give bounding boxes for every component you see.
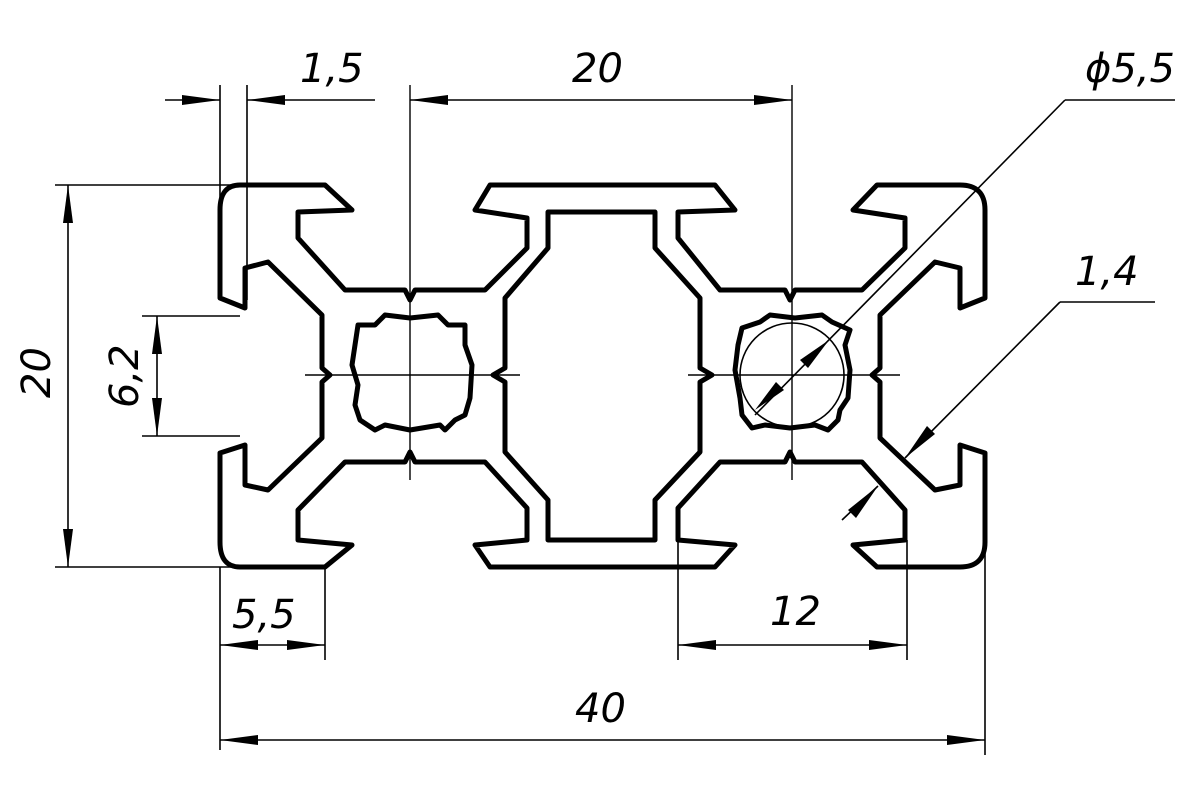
dimension-bore-diameter: ϕ5,5 [754, 46, 1175, 416]
dimension-arrow [869, 640, 907, 650]
dimension-arrow [63, 185, 73, 223]
dimension-arrow [63, 529, 73, 567]
profile-right-core [732, 312, 853, 433]
center-lines [305, 85, 900, 480]
dimension-arrow [182, 95, 220, 105]
dimension-arrow [800, 340, 829, 368]
dimension-label-core-spacing: 20 [572, 46, 623, 92]
dimension-slot-width: 12 [677, 540, 908, 660]
dimension-slot-depth: 1,5 [165, 46, 375, 300]
dimension-slot-opening: 6,2 [102, 315, 240, 437]
dimension-arrow [755, 382, 784, 410]
dimension-arrow [152, 316, 162, 354]
dimension-wall-thickness: 1,4 [841, 249, 1155, 521]
dimension-label-wall-thickness: 1,4 [1075, 249, 1139, 295]
dimension-label-overall-height: 20 [14, 347, 60, 398]
dimension-label-flange-width: 5,5 [232, 592, 296, 638]
dimension-label-slot-opening: 6,2 [102, 344, 148, 408]
dimension-overall-width: 40 [220, 545, 986, 755]
profile-left-core [349, 312, 475, 433]
dimension-arrow [947, 735, 985, 745]
profile-left-cell [217, 182, 988, 570]
dimension-arrow [754, 95, 792, 105]
dimension-arrow [678, 640, 716, 650]
dimension-flange-width: 5,5 [219, 567, 326, 750]
dimension-arrow [220, 735, 258, 745]
dimension-arrow [247, 95, 285, 105]
dimension-label-overall-width: 40 [575, 686, 626, 732]
dimension-arrow [410, 95, 448, 105]
dimension-label-slot-width: 12 [770, 589, 821, 635]
dimension-arrow [152, 398, 162, 436]
dimension-arrow [848, 486, 878, 518]
dimension-core-spacing: 20 [410, 46, 792, 105]
leader-line [754, 99, 1066, 416]
dimension-label-bore-diameter: ϕ5,5 [1085, 46, 1175, 92]
dimension-overall-height: 20 [14, 184, 240, 568]
dimension-arrow [905, 426, 935, 458]
profile-outline [217, 182, 988, 570]
dimension-arrow [220, 640, 258, 650]
dimension-arrow [287, 640, 325, 650]
dimension-label-slot-depth: 1,5 [300, 46, 364, 92]
profile-center-chamber [490, 209, 715, 543]
